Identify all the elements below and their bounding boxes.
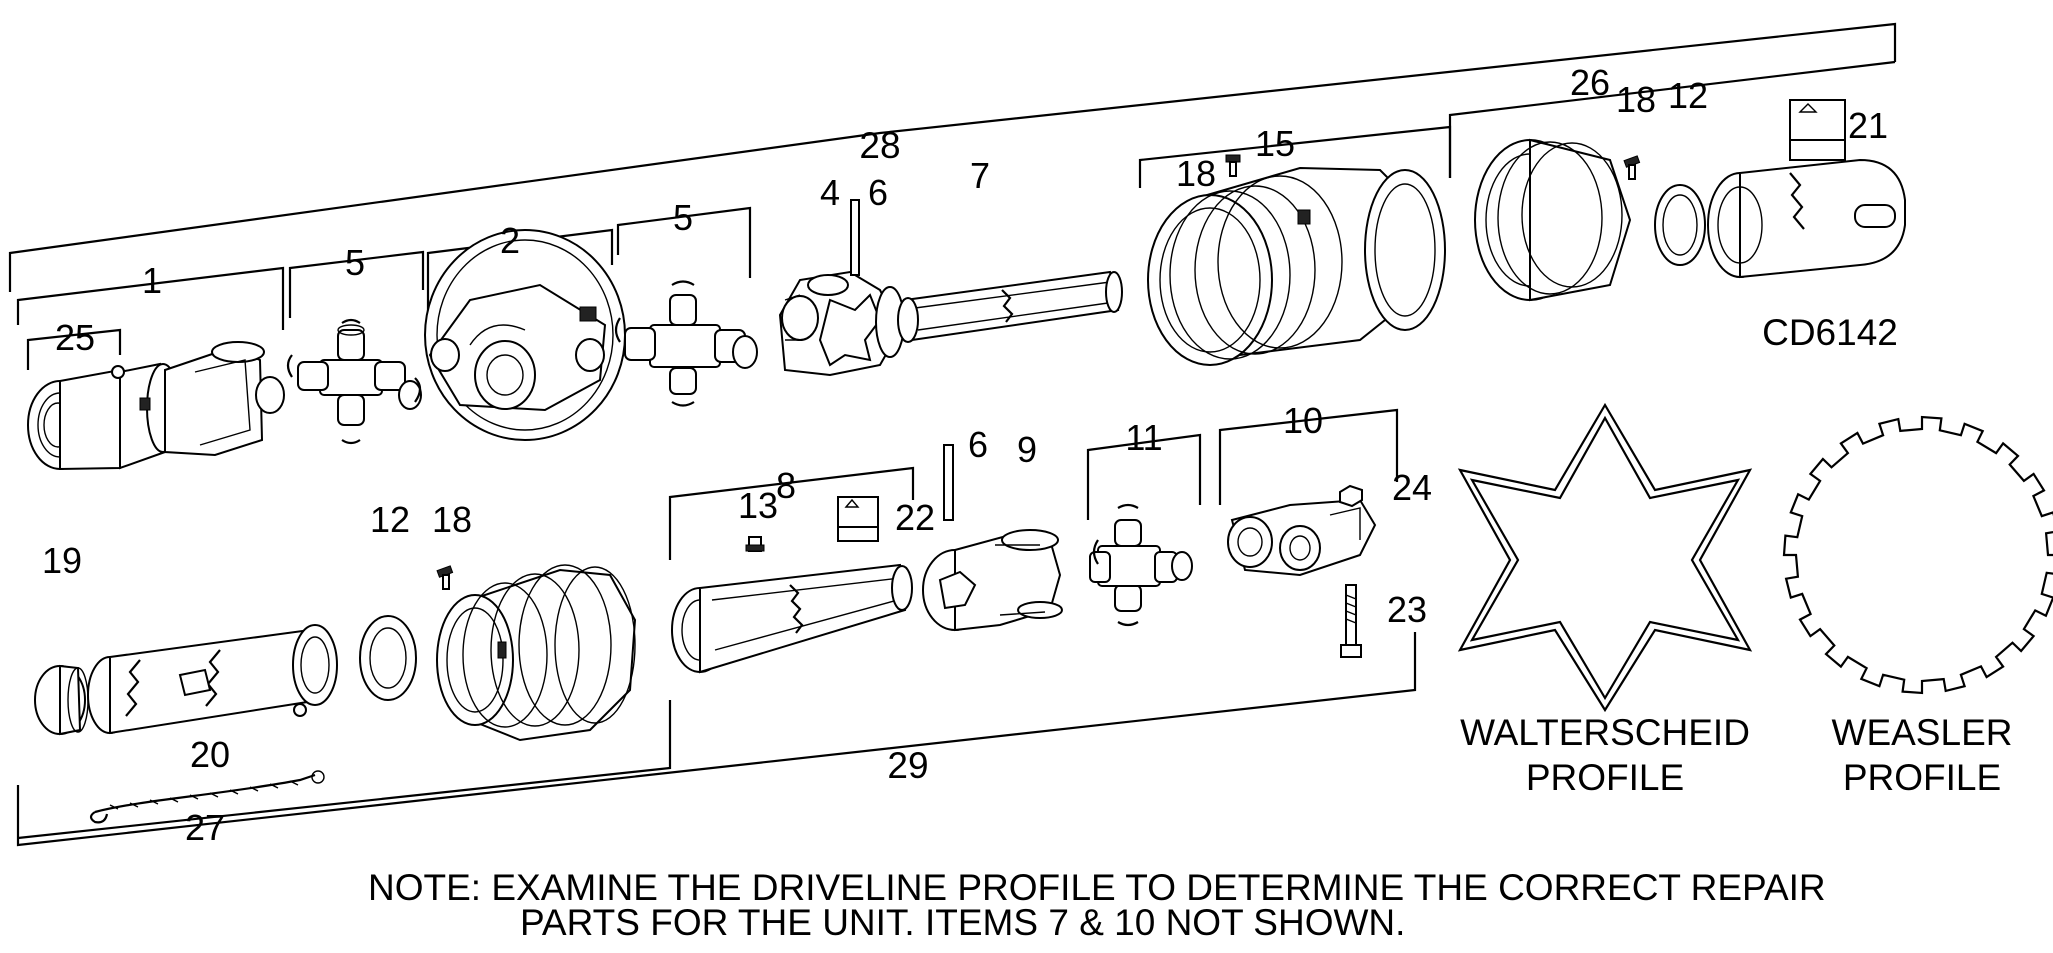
callout-27: 27 <box>185 807 225 848</box>
part-8-inner-tube-bottom <box>671 563 913 674</box>
part-13-grease-fitting <box>745 536 765 552</box>
callout-6a: 6 <box>868 172 888 213</box>
callout-4: 4 <box>820 172 840 213</box>
callout-24: 24 <box>1392 467 1432 508</box>
bracket-29-left-link <box>17 700 672 840</box>
callout-29: 29 <box>887 745 928 786</box>
bracket-5a <box>288 250 425 318</box>
part-18-screw-top-right <box>1623 155 1641 180</box>
bracket-26 <box>1448 60 1896 178</box>
bracket-10 <box>1218 408 1399 505</box>
bracket-28 <box>8 22 1897 292</box>
part-4-inboard-yoke <box>778 270 905 377</box>
callout-18a: 18 <box>1176 153 1216 194</box>
part-12-bearing-ring-top <box>1654 184 1706 266</box>
callout-13: 13 <box>738 485 778 526</box>
part-6-spring-pin-top <box>850 199 860 276</box>
diagram-code: CD6142 <box>1762 312 1898 353</box>
bracket-29 <box>16 632 1417 847</box>
part-1-yoke-assembly <box>27 341 285 471</box>
callout-12a: 12 <box>1668 75 1708 116</box>
callout-6b: 6 <box>968 424 988 465</box>
part-15-guard-cone <box>1147 166 1446 366</box>
weasler-label-line1: WEASLER <box>1832 712 2013 753</box>
bracket-8 <box>668 466 915 560</box>
callout-21: 21 <box>1848 105 1888 146</box>
part-18-screw-bottom <box>436 565 454 590</box>
callout-7: 7 <box>970 155 990 196</box>
part-26-guard-cone-right <box>1474 138 1632 302</box>
callout-25: 25 <box>55 317 95 358</box>
callout-8: 8 <box>776 465 796 506</box>
part-20-outer-tube-bottom <box>87 624 338 735</box>
callout-11: 11 <box>1125 417 1162 458</box>
safety-chain <box>89 770 325 824</box>
callout-18c: 18 <box>432 499 472 540</box>
callout-20: 20 <box>190 734 230 775</box>
part-6-spring-pin-bottom <box>943 444 954 521</box>
part-9-inboard-yoke-bottom <box>922 529 1063 632</box>
callout-9: 9 <box>1017 429 1037 470</box>
callout-2: 2 <box>500 220 520 261</box>
bracket-25 <box>26 328 122 370</box>
part-5-cross-kit-right <box>614 280 758 407</box>
part-22-decal <box>837 496 879 542</box>
callout-15: 15 <box>1255 123 1295 164</box>
callout-26: 26 <box>1570 62 1610 103</box>
note-line-1: NOTE: EXAMINE THE DRIVELINE PROFILE TO D… <box>368 867 1826 908</box>
part-21-outer-tube <box>1707 99 1906 279</box>
part-2-cv-body <box>424 229 626 441</box>
part-10-outboard-yoke <box>1227 498 1377 577</box>
walterscheid-profile-shape <box>1457 402 1753 713</box>
callout-5b: 5 <box>673 197 693 238</box>
bracket-11 <box>1086 433 1202 520</box>
part-7-inner-tube <box>897 270 1123 343</box>
callout-18b: 18 <box>1616 79 1656 120</box>
part-27-guard-cone-bottom <box>436 564 637 742</box>
callout-1: 1 <box>142 260 162 301</box>
note-line-2: PARTS FOR THE UNIT. ITEMS 7 & 10 NOT SHO… <box>520 902 1405 943</box>
callout-10: 10 <box>1283 400 1323 441</box>
part-11-cross-kit-bottom <box>1089 503 1193 627</box>
weasler-profile-shape <box>1782 415 2053 695</box>
bracket-5b <box>616 206 752 278</box>
part-5-cross-kit-left <box>286 318 422 445</box>
walterscheid-label-line2: PROFILE <box>1526 757 1684 798</box>
weasler-label-line2: PROFILE <box>1843 757 2001 798</box>
callout-5a: 5 <box>345 242 365 283</box>
callout-28: 28 <box>859 125 900 166</box>
callout-19: 19 <box>42 540 82 581</box>
bracket-1 <box>16 266 285 330</box>
part-24-nut <box>1339 484 1363 508</box>
part-12-bearing-ring-bottom <box>359 615 417 701</box>
callout-22: 22 <box>895 497 935 538</box>
callout-12b: 12 <box>370 499 410 540</box>
walterscheid-label-line1: WALTERSCHEID <box>1460 712 1750 753</box>
part-23-bolt <box>1340 584 1362 658</box>
part-19-end-cap <box>34 664 89 736</box>
part-18-screw-top-left <box>1225 154 1241 177</box>
callout-23: 23 <box>1387 589 1427 630</box>
